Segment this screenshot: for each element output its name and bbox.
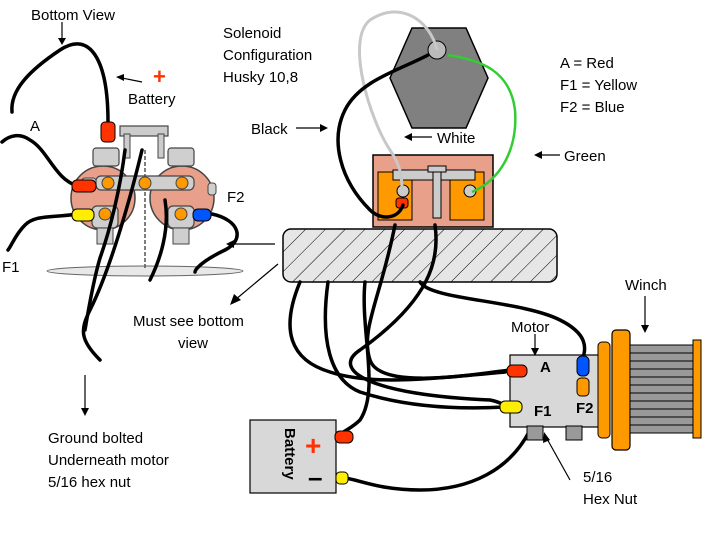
label-f2-left: F2 <box>227 189 245 206</box>
label-motor-f1: F1 <box>534 403 552 420</box>
label-winch: Winch <box>625 277 667 294</box>
mounting-plate <box>282 228 558 283</box>
solenoid-wires <box>336 10 517 219</box>
red-connector-left <box>100 121 116 143</box>
text-labels: Bottom View Battery + A F2 F1 Solenoid C… <box>2 7 667 508</box>
label-nut-2: Hex Nut <box>583 491 638 508</box>
label-must-see-2: view <box>178 335 208 352</box>
bottom-view-solenoid <box>46 125 244 277</box>
motor-red-connector <box>506 364 528 378</box>
label-ground-2: Underneath motor <box>48 452 169 469</box>
label-ground-3: 5/16 hex nut <box>48 474 131 491</box>
label-battery-top: Battery <box>128 91 176 108</box>
label-must-see-1: Must see bottom <box>133 313 244 330</box>
label-black: Black <box>251 121 288 138</box>
label-white: White <box>437 130 475 147</box>
label-f1-left: F1 <box>2 259 20 276</box>
label-motor: Motor <box>511 319 549 336</box>
label-a-left: A <box>30 118 40 135</box>
motor-yellow-connector <box>499 400 523 414</box>
label-motor-a: A <box>540 359 551 376</box>
red-connector-a <box>71 179 97 193</box>
label-green: Green <box>564 148 606 165</box>
motor-wires <box>288 223 587 492</box>
solenoid-top <box>372 27 494 228</box>
left-wires <box>0 42 239 362</box>
label-solenoid-1: Solenoid <box>223 25 281 42</box>
legend-a: A = Red <box>560 55 614 72</box>
label-ground-1: Ground bolted <box>48 430 143 447</box>
legend-f2: F2 = Blue <box>560 99 625 116</box>
plus-sign: + <box>305 430 321 461</box>
leader-lines <box>58 22 649 481</box>
motor-blue-connector <box>576 355 590 377</box>
minus-sign: – <box>308 462 322 492</box>
label-battery-box: Battery <box>281 428 298 480</box>
solenoid-hex-cap <box>389 27 489 129</box>
label-nut-1: 5/16 <box>583 469 612 486</box>
winch-motor <box>499 354 601 441</box>
label-solenoid-3: Husky 10,8 <box>223 69 298 86</box>
battery <box>249 419 354 494</box>
winch-drum <box>597 329 702 451</box>
label-bottom-view: Bottom View <box>31 7 115 24</box>
plus-icon-top: + <box>153 64 166 89</box>
battery-box <box>249 419 337 494</box>
yellow-connector-f1 <box>71 208 95 222</box>
legend-f1: F1 = Yellow <box>560 77 637 94</box>
label-motor-f2: F2 <box>576 400 594 417</box>
blue-connector-f2 <box>192 208 212 222</box>
label-solenoid-2: Configuration <box>223 47 312 64</box>
